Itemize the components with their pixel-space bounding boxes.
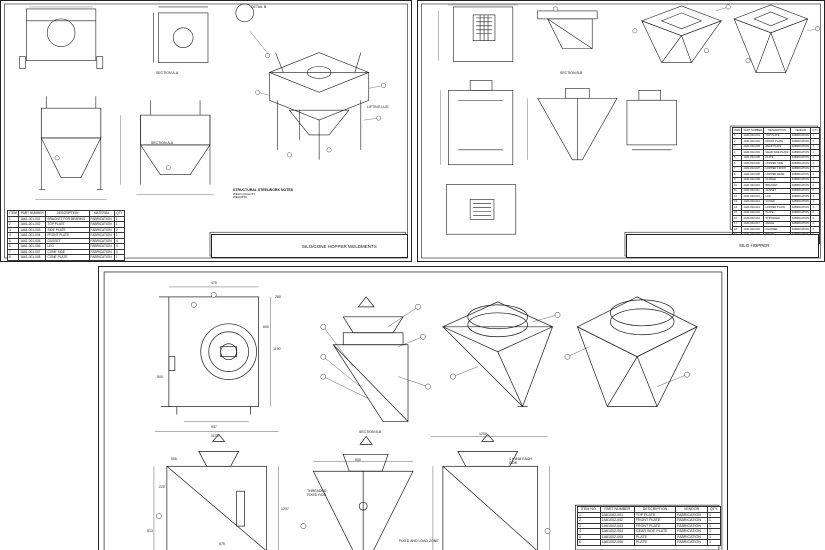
sheet-2-view-label: SECTION B-B xyxy=(560,71,583,75)
bom-cell: FABRICATION xyxy=(88,248,115,255)
bom-cell: BASE PLATE xyxy=(45,259,90,261)
sheet-2-bom-table: ITEM PART NUMBER DESCRIPTION VENDOR QTY … xyxy=(731,127,820,244)
bom-cell: FABRICATION xyxy=(88,221,115,228)
bom-header-row: ITEM PART NUMBER DESCRIPTION MATERIAL QT… xyxy=(6,210,126,217)
sheet-2-title: SILO HOPPER xyxy=(739,243,770,248)
sheet-1-title: SILO/CONE HOPPER WELDMENTS xyxy=(302,244,377,249)
bom-header: PART NUMBER xyxy=(18,210,47,217)
sheet-3-view-label-load: FIXED AND LOAD ZONE xyxy=(399,539,439,543)
bom-cell: PLATE xyxy=(633,539,677,546)
notes-subhead-welding: WELDING xyxy=(233,195,248,200)
bom-header: PART NUMBER xyxy=(599,506,635,513)
bom-header: ITEM NO. xyxy=(577,506,601,513)
sheet-3-view-label-section: SECTION B-B xyxy=(359,430,382,434)
bom-cell: 1 xyxy=(706,539,722,546)
bom-cell: FABRICATION xyxy=(88,226,115,233)
dimension-label: 280 xyxy=(275,295,281,299)
bom-cell: 8 xyxy=(6,254,20,261)
drawing-sheet-2: SECTION B-B ISSUED FOR TENDER ITEM PART … xyxy=(417,0,825,262)
bom-cell: 9 xyxy=(6,259,20,261)
bom-cell: FABRICATION xyxy=(88,232,115,239)
dimension-label: 220 xyxy=(159,485,165,489)
dimension-label: 513 xyxy=(147,529,153,533)
bom-cell: FABRICATION xyxy=(88,237,115,244)
sheet-3-bom-table: ITEM NO. PART NUMBER DESCRIPTION VENDOR … xyxy=(577,506,722,546)
notes-heading: STRUCTURAL STEELWORK NOTES xyxy=(233,188,294,192)
dimension-label: 1190 xyxy=(273,347,281,351)
bom-cell: FABRICATION xyxy=(88,243,115,250)
drawing-sheet-3: SECTION B-B THREADED FIXED ROD FIXED AND… xyxy=(98,266,728,550)
dimension-label: 1237 xyxy=(281,507,289,511)
bom-cell: 1A61-001-008 xyxy=(18,254,47,261)
dimension-label: 500 xyxy=(157,375,163,379)
sheet-3-linework xyxy=(103,271,723,550)
dimension-label: 675 xyxy=(219,542,225,546)
bom-cell: FABRICATION xyxy=(88,215,115,222)
sheet-1-linework xyxy=(4,3,408,259)
bom-cell: 1A61002-006 xyxy=(599,539,635,546)
bom-header: DESCRIPTION xyxy=(633,506,677,513)
bom-cell: FABRICATION xyxy=(88,254,115,261)
bom-header-row: ITEM PART NUMBER DESCRIPTION VENDOR QTY xyxy=(731,127,820,134)
dimension-label: 1170 xyxy=(211,434,219,438)
notes-subhead-weld-quality: WELD QUALITY xyxy=(233,191,256,196)
sheet-1-bom-table: ITEM PART NUMBER DESCRIPTION MATERIAL QT… xyxy=(6,210,126,261)
sheet-1-callout-section: SECTION A-A xyxy=(151,141,174,145)
sheet-1-notes: STRUCTURAL STEELWORK NOTES WELD QUALITY … xyxy=(233,188,383,200)
dimension-label: 900 xyxy=(355,458,361,462)
sheet-1-title-block: SILO/CONE HOPPER WELDMENTS xyxy=(211,234,408,258)
sheet-3-view-label-threaded: THREADED FIXED ROD xyxy=(307,489,327,497)
dimension-label: 470 xyxy=(211,281,217,285)
drawing-sheet-1: SECTION A-A DETAIL B SECTION A-A LIFTING… xyxy=(0,0,412,262)
bom-cell: FABRICATION xyxy=(88,259,115,261)
sheet-1-callout-lug: LIFTING LUG xyxy=(367,105,389,109)
dimension-label: 600 xyxy=(263,325,269,329)
bom-cell: 1 xyxy=(113,254,126,261)
dimension-label: 937 xyxy=(211,425,217,429)
dimension-label: 1200 xyxy=(479,432,487,436)
bom-cell: 6 xyxy=(577,539,601,546)
sheet-1-view-label: SECTION A-A xyxy=(156,71,179,75)
bom-cell: FABRICATION xyxy=(675,539,708,546)
bom-cell: 1A61-001-009 xyxy=(18,259,47,261)
bom-header-row: ITEM NO. PART NUMBER DESCRIPTION VENDOR … xyxy=(577,506,722,513)
dimension-label: 505 xyxy=(171,457,177,461)
bom-header: QTY. xyxy=(706,506,722,513)
dimension-label: 4 x Ø18 EACH SIDE xyxy=(509,457,532,465)
sheet-1-callout-detail: DETAIL B xyxy=(251,5,267,9)
bom-cell: BRACKET FOR BEARING xyxy=(45,215,90,222)
sheet-2-title-block: SILO HOPPER xyxy=(626,234,819,258)
bom-cell: 4 xyxy=(113,259,126,261)
